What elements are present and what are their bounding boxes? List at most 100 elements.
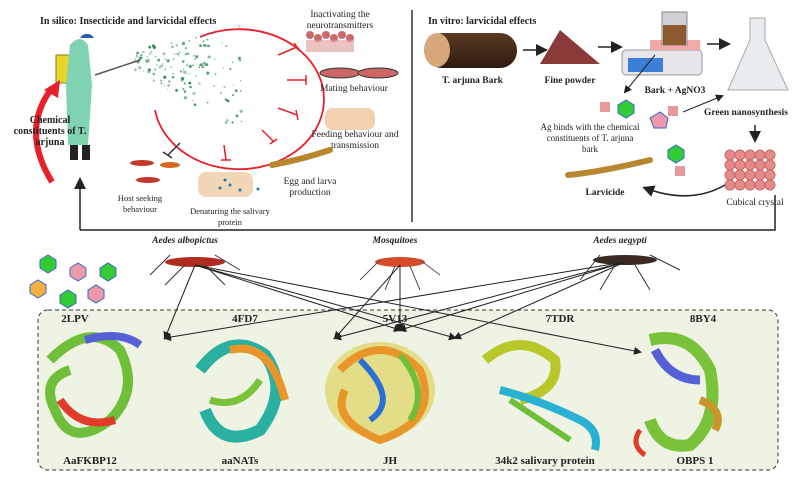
spray-particle xyxy=(133,58,137,61)
crystal-sphere xyxy=(764,179,776,191)
spray-particle xyxy=(232,84,235,86)
pdb-4fd7: 4FD7 xyxy=(232,313,258,325)
spray-particle xyxy=(150,50,153,53)
spray-particle xyxy=(166,88,169,90)
spray-particle xyxy=(225,45,228,48)
spray-particle xyxy=(135,54,139,58)
spray-particle xyxy=(166,59,170,63)
mosquito-protein-arrow xyxy=(333,264,401,340)
spray-particle xyxy=(219,92,222,94)
mosquito-protein-arrow xyxy=(194,264,642,355)
crystal-sphere xyxy=(754,169,766,181)
spray-particle xyxy=(212,85,215,87)
label-mosquitoes: Mosquitoes xyxy=(372,236,418,246)
spray-particle xyxy=(160,79,163,82)
spray-particle xyxy=(229,67,232,70)
inhibition-circle xyxy=(154,28,325,171)
pdb-5v13: 5V13 xyxy=(382,313,408,325)
crystal-sphere xyxy=(744,179,756,191)
spray-particle xyxy=(145,60,148,64)
protein-name-aafkbp12: AaFKBP12 xyxy=(63,455,117,467)
mosquito-protein-arrow xyxy=(333,261,626,341)
spray-particle xyxy=(188,72,190,75)
spray-particle xyxy=(207,55,211,59)
crystal-sphere xyxy=(724,169,736,181)
spray-particle xyxy=(138,66,142,70)
spray-particle xyxy=(162,52,166,56)
spray-particle xyxy=(163,75,167,79)
spray-particle xyxy=(157,58,161,62)
spray-particle xyxy=(225,98,229,102)
crystal-sphere xyxy=(744,149,756,161)
in-vitro-title: In vitro: larvicidal effects xyxy=(428,16,537,27)
spray-particle xyxy=(164,68,167,71)
spray-particle xyxy=(226,119,229,122)
spray-particle xyxy=(180,77,185,81)
sprayer-person-illustration xyxy=(55,33,141,160)
crystal-sphere xyxy=(754,159,766,171)
spray-particle xyxy=(178,51,181,54)
spray-particle xyxy=(186,63,189,65)
spray-particle xyxy=(172,58,175,60)
label-aedes-albopictus: Aedes albopictus xyxy=(152,236,218,246)
spray-particle xyxy=(167,84,170,87)
step-bark: T. arjuna Bark xyxy=(442,76,503,86)
spray-particle xyxy=(235,114,239,118)
spray-particle xyxy=(203,61,206,64)
spray-particle xyxy=(136,51,140,55)
spray-particle xyxy=(188,40,191,42)
spray-particle xyxy=(239,80,242,82)
spray-particle xyxy=(182,87,185,91)
spray-particle xyxy=(148,52,152,55)
spray-particle xyxy=(231,61,234,64)
spray-particle xyxy=(194,58,196,60)
spray-particle xyxy=(163,84,165,87)
step-larvicide: Larvicide xyxy=(585,188,625,198)
spray-particle xyxy=(192,64,194,66)
label-aedes-aegypti: Aedes aegypti xyxy=(593,236,647,246)
bark-log-illustration xyxy=(424,33,517,68)
spray-particle xyxy=(183,82,186,85)
crystal-sphere xyxy=(734,159,746,171)
spray-particle xyxy=(187,52,190,55)
spray-particle xyxy=(151,44,155,48)
spray-particle xyxy=(173,53,176,55)
spray-particle xyxy=(139,56,142,59)
spray-particle xyxy=(188,81,192,85)
crystal-sphere xyxy=(734,179,746,191)
spray-particle xyxy=(183,89,186,93)
effect-neurotransmitters: Inactivating the neurotransmitters xyxy=(306,10,374,31)
mosquito-protein-arrow xyxy=(453,261,626,340)
mosquito-center-illustration xyxy=(359,257,441,291)
chemical-structure-illustration xyxy=(29,254,117,309)
hotplate-illustration xyxy=(621,11,703,76)
protein-name-34k2: 34k2 salivary protein xyxy=(495,455,595,467)
spray-particle xyxy=(203,63,207,67)
spray-particle xyxy=(198,66,201,69)
protein-8by4-structure xyxy=(633,332,722,458)
aedes-aegypti-illustration xyxy=(579,254,681,291)
spray-particle xyxy=(206,38,209,41)
pdb-2lpv: 2LPV xyxy=(61,313,89,325)
spray-particle xyxy=(214,58,216,60)
spray-particle xyxy=(175,44,178,47)
larvicide-larva-illustration xyxy=(565,157,653,178)
protein-5v13-structure xyxy=(325,342,435,445)
spray-particle xyxy=(175,88,178,92)
spray-particle xyxy=(184,46,188,50)
spray-particle xyxy=(164,57,167,60)
mating-mosquitoes-illustration xyxy=(319,67,399,79)
spray-particle xyxy=(206,44,209,48)
effect-host-seeking: Host seeking behaviour xyxy=(117,193,163,214)
spray-particle xyxy=(154,68,157,71)
spray-particle xyxy=(234,89,238,93)
larva-illustration xyxy=(269,147,333,168)
spray-particle xyxy=(205,63,209,66)
step-bark-agno3: Bark + AgNO3 xyxy=(644,86,706,96)
chemical-constituents-label: Chemical constituents of T. arjuna xyxy=(13,115,87,148)
crystal-sphere xyxy=(764,159,776,171)
spray-particle xyxy=(154,55,157,58)
spray-particle xyxy=(199,63,203,67)
crystal-sphere xyxy=(764,169,776,181)
